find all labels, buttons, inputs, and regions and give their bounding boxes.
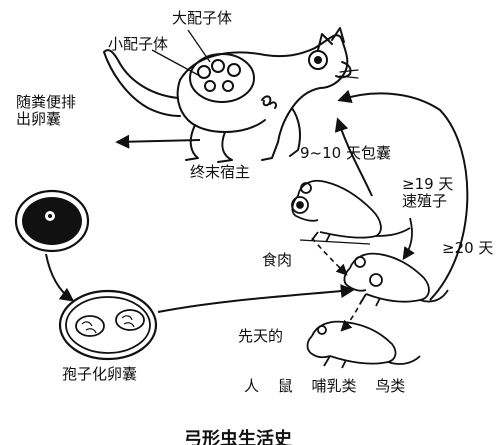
mouse-illustration [291,179,411,245]
arrow-congenital [340,299,363,332]
label-definitive-host: 终末宿主 [190,163,251,181]
label-excreted: 随粪便排出卵囊 [16,93,77,129]
arrow-sporulation [45,253,75,302]
arrow-carnivory [311,237,348,276]
arrow-cyst-to-cat [334,117,373,197]
arrow-tachyzoite [402,217,415,261]
label-microgamete: 小配子体 [108,35,169,53]
gamete-pointers [151,29,211,77]
label-macrogamete: 大配子体 [172,9,233,27]
arrow-oocyst-to-host [157,284,355,313]
arrow-return-to-cat [337,89,469,301]
label-carnivory: 食肉 [262,251,293,269]
sporulated-oocyst-illustration [58,289,158,361]
label-intermediate-hosts: 人 鼠 哺乳类 鸟类 [244,377,406,395]
oocyst-illustration [14,189,90,253]
arrow-excretion [115,134,201,149]
rat-illustration [306,320,421,369]
label-congenital: 先天的 [238,327,284,345]
cat-illustration [103,27,359,163]
label-tachyzoite-time: ≥19 天速殖子 [402,175,454,211]
label-sporulated-oocyst: 孢子化卵囊 [62,365,138,383]
figure-caption: 弓形虫生活史 [184,429,292,445]
label-cyst-time: 9~10 天包囊 [300,144,391,162]
label-twenty-days: ≥20 天 [442,239,494,257]
